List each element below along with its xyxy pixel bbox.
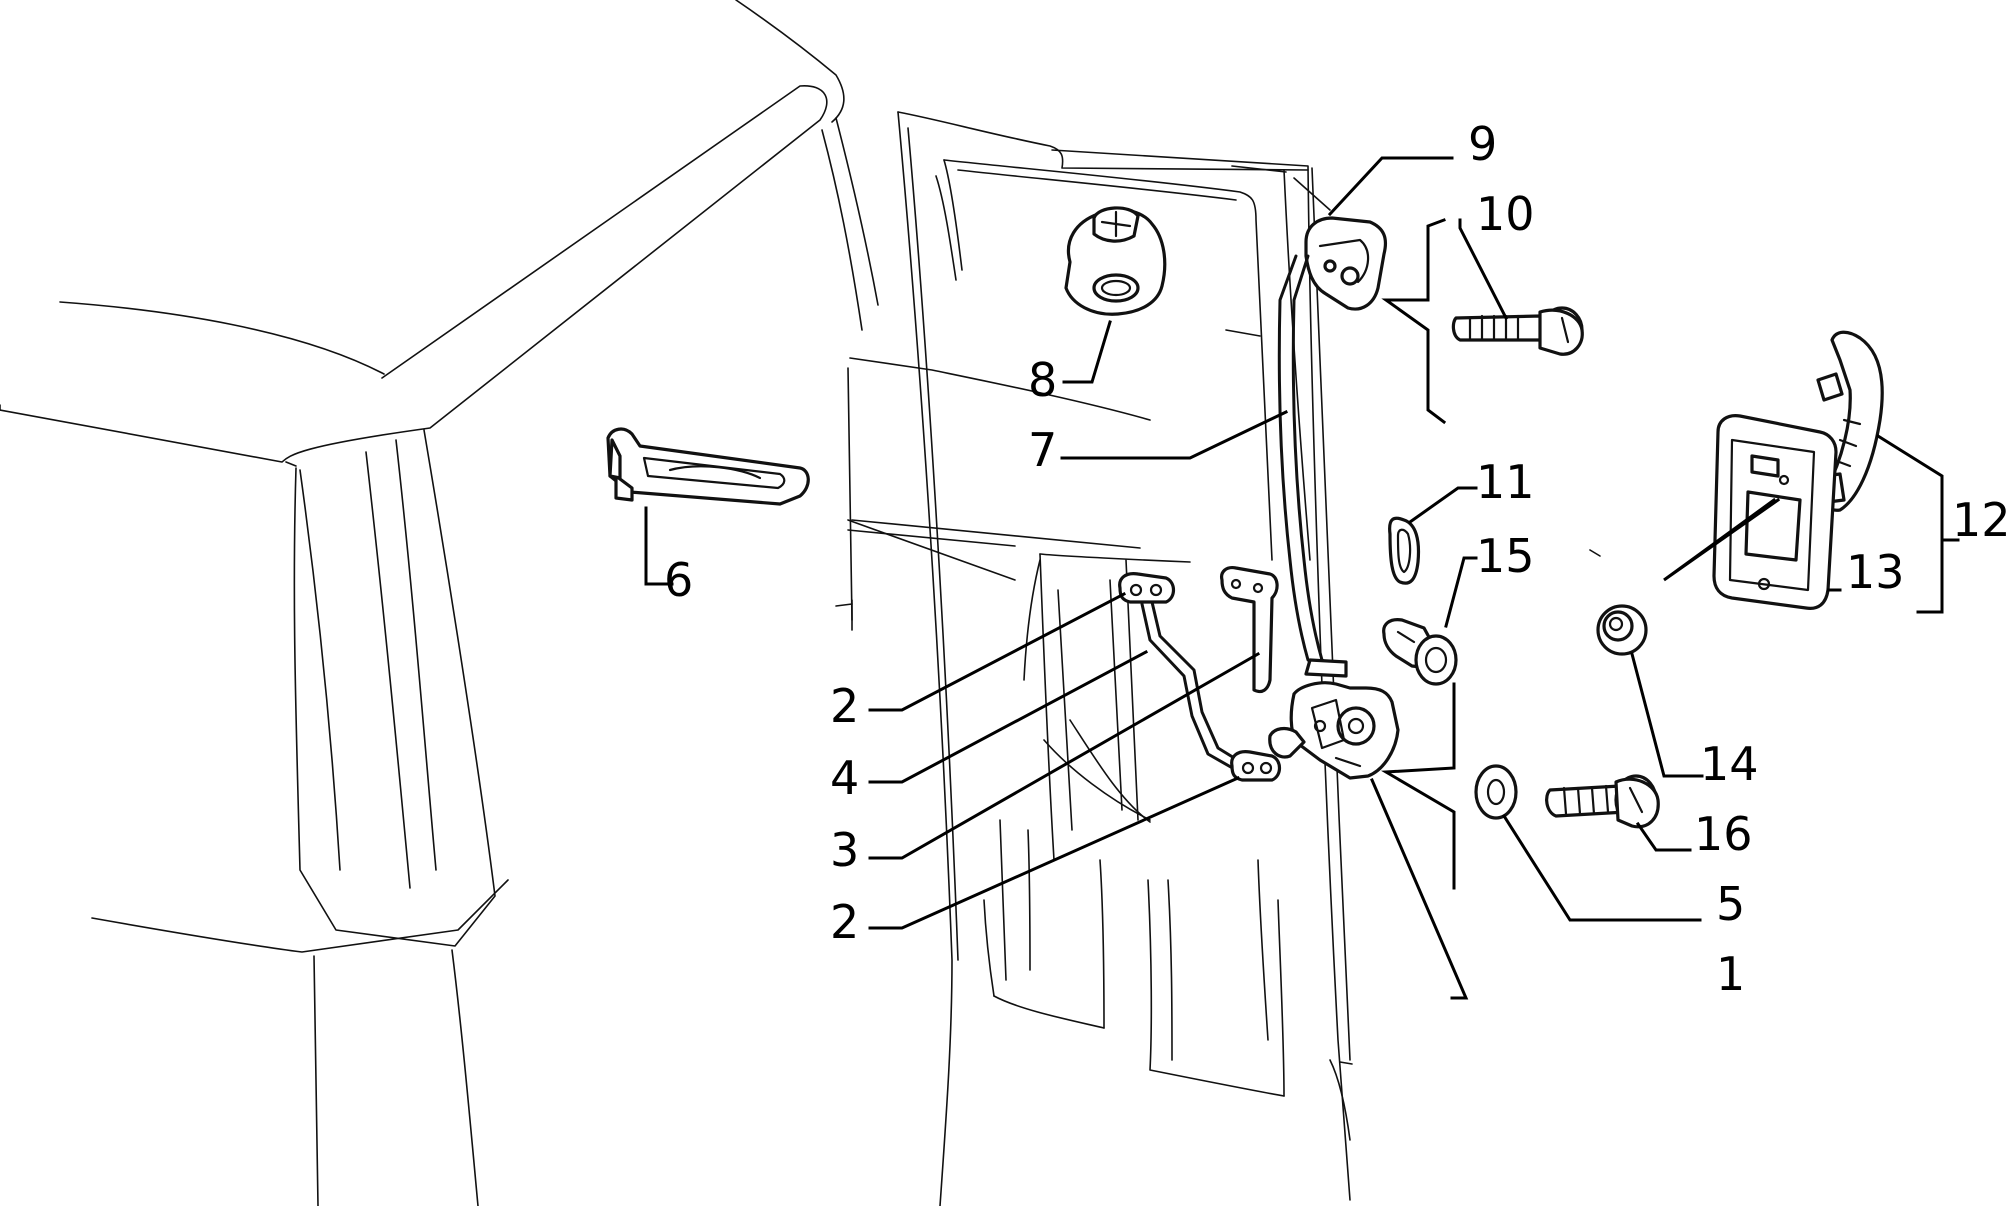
reference-lines: [849, 165, 1601, 557]
callout-c6: 6: [664, 553, 693, 607]
part-4-connecting-rod: [1140, 600, 1246, 772]
part-8-lock-cylinder: [1064, 206, 1167, 316]
callout-c7: 7: [1028, 423, 1057, 477]
leader-14: [1630, 652, 1704, 778]
callout-c16: 16: [1694, 807, 1753, 861]
leader-10: [1458, 218, 1509, 321]
part-15-striker: [1382, 618, 1458, 686]
part-9-upper-latch: [1304, 216, 1388, 311]
callout-c2b: 2: [830, 895, 859, 949]
leader-3: [868, 651, 1261, 860]
callout-c14: 14: [1700, 737, 1759, 791]
leader-15: [1444, 556, 1478, 628]
part-2-upper-clip: [1118, 572, 1176, 604]
part-1-door-lock: [1268, 681, 1400, 780]
leader-9: [1327, 156, 1454, 217]
leader-12-bracket: [1875, 433, 1960, 614]
part-13-bezel-plate: [1712, 414, 1838, 610]
leader-1: [1370, 778, 1469, 1000]
leader-lines: [644, 156, 1960, 1000]
part-2-lower-clip: [1230, 750, 1282, 782]
leader-4: [868, 649, 1149, 784]
part-3-bracket: [1220, 566, 1279, 694]
leader-8: [1062, 320, 1112, 384]
part-11-ring: [1388, 516, 1421, 585]
leader-10-bracket: [1381, 218, 1447, 425]
leader-11: [1407, 486, 1478, 525]
part-5-washer: [1474, 764, 1518, 820]
part-6-interior-handle: [606, 427, 810, 506]
leader-5: [1501, 813, 1702, 922]
leader-13-pointer: [1663, 497, 1781, 582]
callout-c10: 10: [1476, 187, 1535, 241]
part-7-vertical-rod: [1277, 254, 1348, 678]
leader-1-bracket: [1380, 682, 1456, 890]
leader-2-upper: [868, 591, 1127, 712]
callout-c3: 3: [830, 823, 859, 877]
part-10-screw: [1451, 306, 1584, 356]
part-16-bolt: [1545, 774, 1660, 829]
leader-7: [1060, 409, 1289, 460]
callout-c2a: 2: [830, 679, 859, 733]
callout-c9: 9: [1468, 117, 1497, 171]
callout-c8: 8: [1028, 353, 1057, 407]
callout-c11: 11: [1476, 455, 1535, 509]
callout-c13: 13: [1846, 545, 1905, 599]
leader-16: [1635, 821, 1692, 852]
callout-c5: 5: [1716, 877, 1745, 931]
callout-c15: 15: [1476, 529, 1535, 583]
callout-c4: 4: [830, 751, 859, 805]
callout-c12: 12: [1952, 493, 2009, 547]
leader-6: [644, 506, 674, 586]
vehicle-body-outline: [0, 0, 1016, 1206]
callout-c1: 1: [1716, 947, 1745, 1001]
part-14-nut: [1596, 604, 1648, 656]
rear-door-panel: [897, 111, 1353, 1206]
leader-2-lower: [868, 776, 1240, 930]
